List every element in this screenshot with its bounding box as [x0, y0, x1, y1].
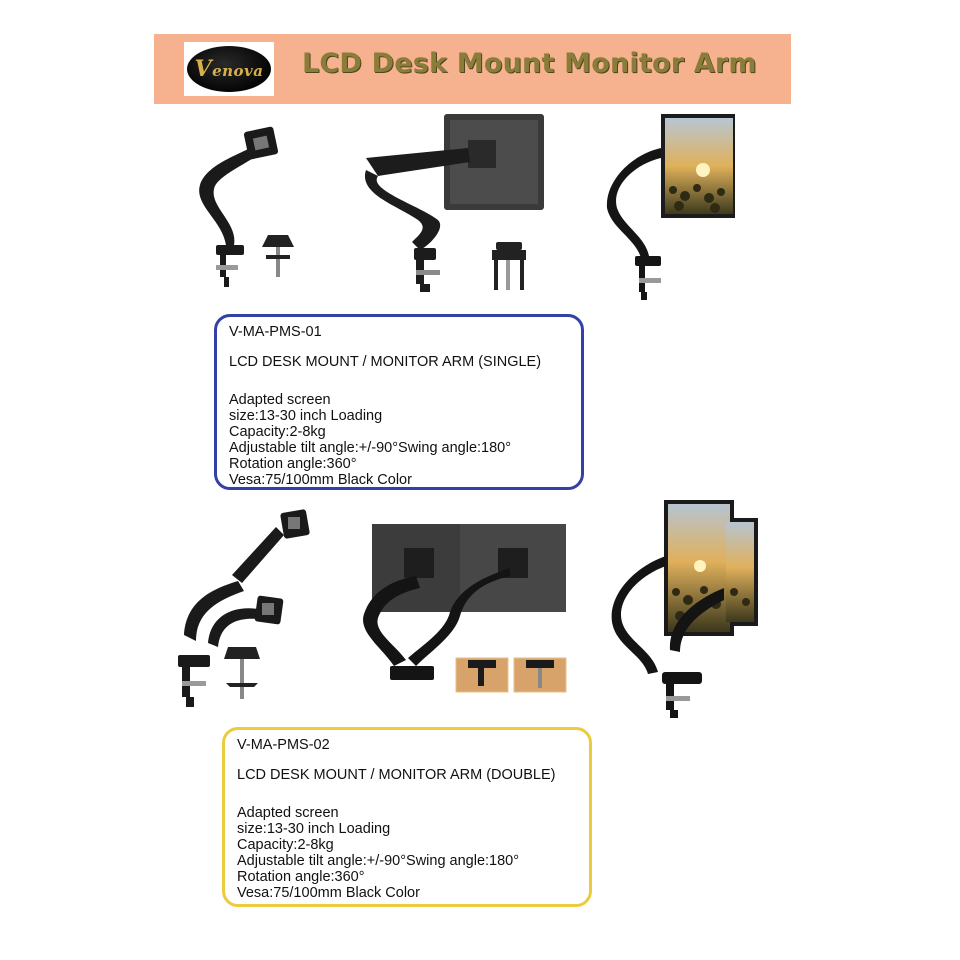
spec-line: Rotation angle:360°	[229, 456, 357, 472]
spec-line: size:13-30 inch Loading	[229, 408, 383, 424]
spec-line: Adjustable tilt angle:+/-90°Swing angle:…	[229, 440, 512, 456]
header-banner: Venova LCD Desk Mount Monitor Arm	[154, 34, 791, 104]
product-code: V-MA-PMS-01	[229, 324, 322, 340]
product-title: LCD DESK MOUNT / MONITOR ARM (SINGLE)	[229, 354, 542, 370]
spec-line: Adapted screen	[237, 805, 339, 821]
venova-logo: Venova	[184, 42, 274, 96]
spec-line: Vesa:75/100mm Black Color	[237, 885, 420, 901]
double-arm-product-photo	[178, 509, 310, 707]
double-arm-with-monitors-photo	[363, 524, 567, 693]
spec-line: Vesa:75/100mm Black Color	[229, 472, 412, 488]
spec-box-double: V-MA-PMS-02 LCD DESK MOUNT / MONITOR ARM…	[222, 727, 592, 907]
single-arm-side-view-photo	[606, 114, 735, 300]
product-code: V-MA-PMS-02	[237, 737, 330, 753]
spec-line: Adjustable tilt angle:+/-90°Swing angle:…	[237, 853, 520, 869]
spec-line: size:13-30 inch Loading	[237, 821, 391, 837]
single-arm-with-monitor-photo	[364, 114, 544, 292]
spec-line: Rotation angle:360°	[237, 869, 365, 885]
logo-wordmark: Venova	[194, 56, 264, 82]
single-arm-product-photo	[199, 126, 294, 287]
spec-line: Capacity:2-8kg	[237, 837, 334, 853]
product-title: LCD DESK MOUNT / MONITOR ARM (DOUBLE)	[237, 767, 556, 783]
spec-line: Adapted screen	[229, 392, 331, 408]
double-arm-side-view-photo	[611, 500, 758, 718]
spec-line: Capacity:2-8kg	[229, 424, 326, 440]
spec-box-single: V-MA-PMS-01 LCD DESK MOUNT / MONITOR ARM…	[214, 314, 584, 490]
page-title: LCD Desk Mount Monitor Arm	[302, 48, 757, 79]
